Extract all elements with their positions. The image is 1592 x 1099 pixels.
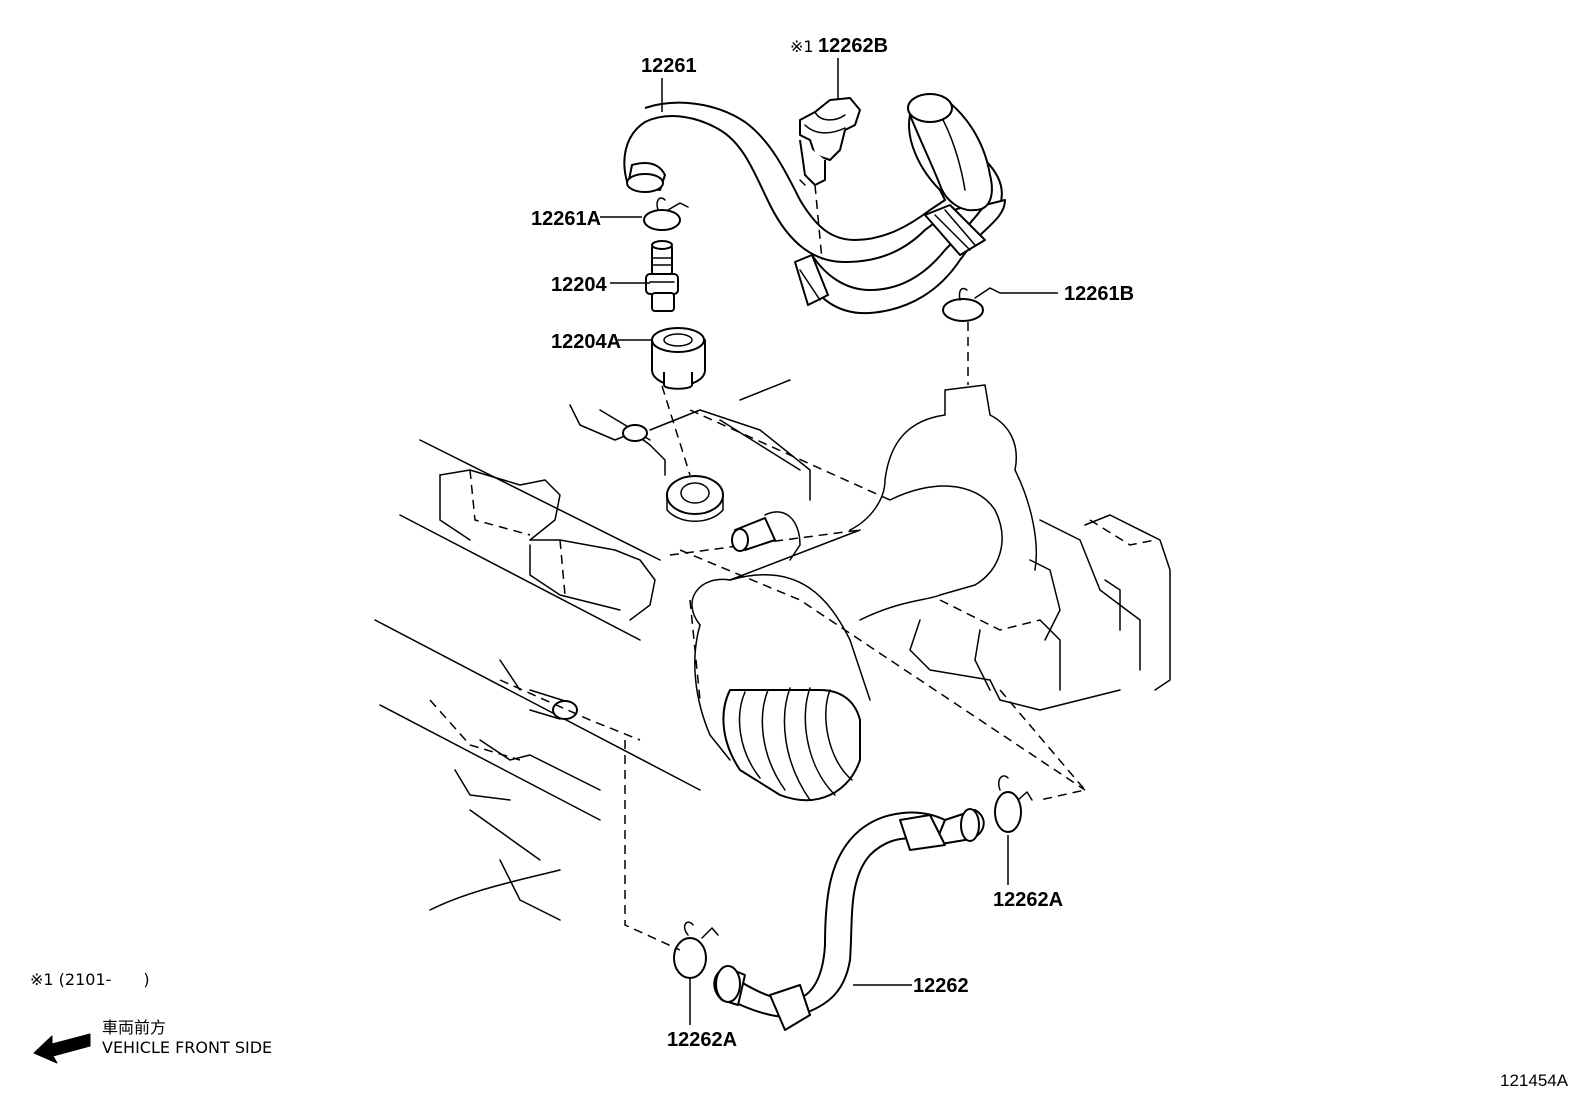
front-arrow-icon: [33, 1033, 91, 1064]
clamp-12261A: [643, 197, 689, 231]
pcv-port: [622, 424, 724, 522]
clamp-12261B: [942, 287, 1001, 322]
label-12262A-bottom: 12262A: [667, 1029, 737, 1051]
assembly-lines: [624, 184, 969, 951]
hose-nipple: [731, 511, 801, 561]
label-12261: 12261: [641, 55, 697, 77]
clamp-12262A-bottom: [673, 921, 719, 979]
pcv-valve-12204: [645, 240, 679, 312]
label-12261B: 12261B: [1064, 283, 1134, 305]
clip-12262B: [799, 97, 861, 186]
direction-label-en: VEHICLE FRONT SIDE: [102, 1038, 272, 1057]
leader-lines: [600, 58, 1058, 1025]
footnote: ※1 (2101- ): [30, 970, 150, 989]
engine-block-outline: [374, 379, 1171, 921]
grommet-12204A: [651, 327, 706, 390]
hose-12261: [623, 93, 1006, 315]
label-12262: 12262: [913, 975, 969, 997]
label-12262A-right: 12262A: [993, 889, 1063, 911]
direction-label-jp: 車両前方: [102, 1018, 166, 1037]
label-12204A: 12204A: [551, 331, 621, 353]
intake-pipe: [689, 384, 1038, 801]
figure-code: 121454A: [1500, 1071, 1569, 1090]
clamp-12262A-right: [994, 775, 1033, 833]
label-12261A: 12261A: [531, 208, 601, 230]
label-12262B-prefix: ※1: [790, 37, 814, 56]
label-12262B: 12262B: [818, 35, 888, 57]
hose-12262: [713, 808, 985, 1031]
label-12204: 12204: [551, 274, 607, 296]
